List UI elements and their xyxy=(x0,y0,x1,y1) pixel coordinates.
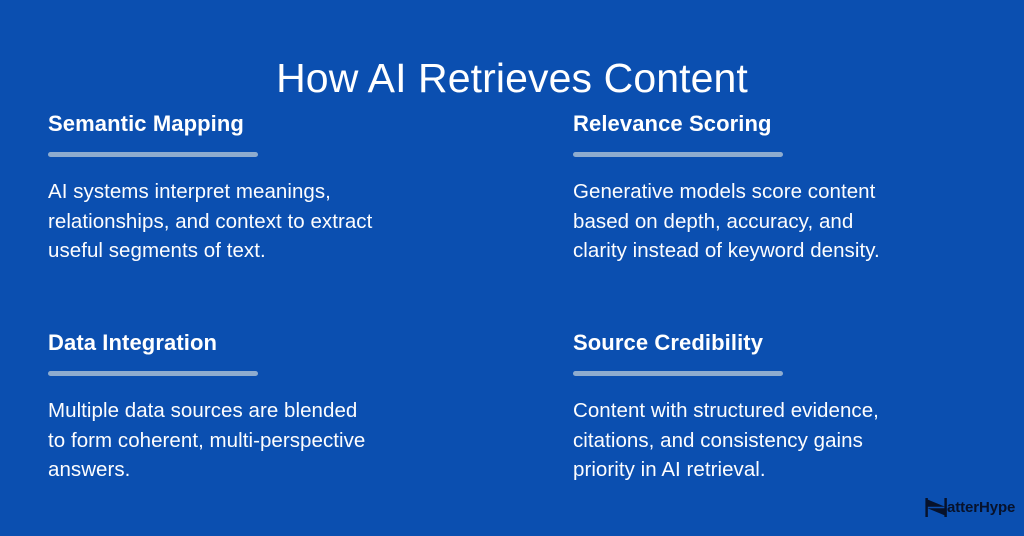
card-body-line: useful segments of text. xyxy=(48,239,266,262)
card-body-line: based on depth, accuracy, and xyxy=(573,209,854,233)
card-body: Multiple data sources are blended to for… xyxy=(48,396,448,485)
card-body-line: AI systems interpret meanings, xyxy=(48,180,331,203)
card-divider xyxy=(573,152,783,157)
card-body-line: answers. xyxy=(48,458,131,481)
card-body-line: relationships, and context to extract xyxy=(48,209,373,233)
card-body: Generative models score content based on… xyxy=(573,177,973,266)
card-body-line: clarity instead of keyword density. xyxy=(573,239,880,262)
card-data-integration: Data Integration Multiple data sources a… xyxy=(48,329,468,485)
card-body-line: priority in AI retrieval. xyxy=(573,458,766,481)
card-semantic-mapping: Semantic Mapping AI systems interpret me… xyxy=(48,110,468,266)
card-divider xyxy=(48,152,258,157)
card-body-line: Multiple data sources are blended xyxy=(48,399,358,422)
card-body-line: Generative models score content xyxy=(573,180,876,203)
card-body-line: citations, and consistency gains xyxy=(573,428,863,452)
brand-logo: atterHype xyxy=(925,496,1015,518)
card-heading: Relevance Scoring xyxy=(573,111,772,136)
card-heading: Data Integration xyxy=(48,330,218,355)
brand-logo-text: atterHype xyxy=(947,498,1016,516)
card-divider xyxy=(573,371,783,376)
card-body-line: Content with structured evidence, xyxy=(573,399,879,422)
card-source-credibility: Source Credibility Content with structur… xyxy=(573,329,993,485)
card-body-line: to form coherent, multi-perspective xyxy=(48,428,366,452)
card-heading: Source Credibility xyxy=(573,330,764,355)
matterhype-bowtie-icon xyxy=(925,497,947,517)
card-body: AI systems interpret meanings, relations… xyxy=(48,177,448,266)
page-title: How AI Retrieves Content xyxy=(276,55,748,102)
card-heading: Semantic Mapping xyxy=(48,111,244,136)
card-divider xyxy=(48,371,258,376)
card-body: Content with structured evidence, citati… xyxy=(573,396,973,485)
card-relevance-scoring: Relevance Scoring Generative models scor… xyxy=(573,110,993,266)
